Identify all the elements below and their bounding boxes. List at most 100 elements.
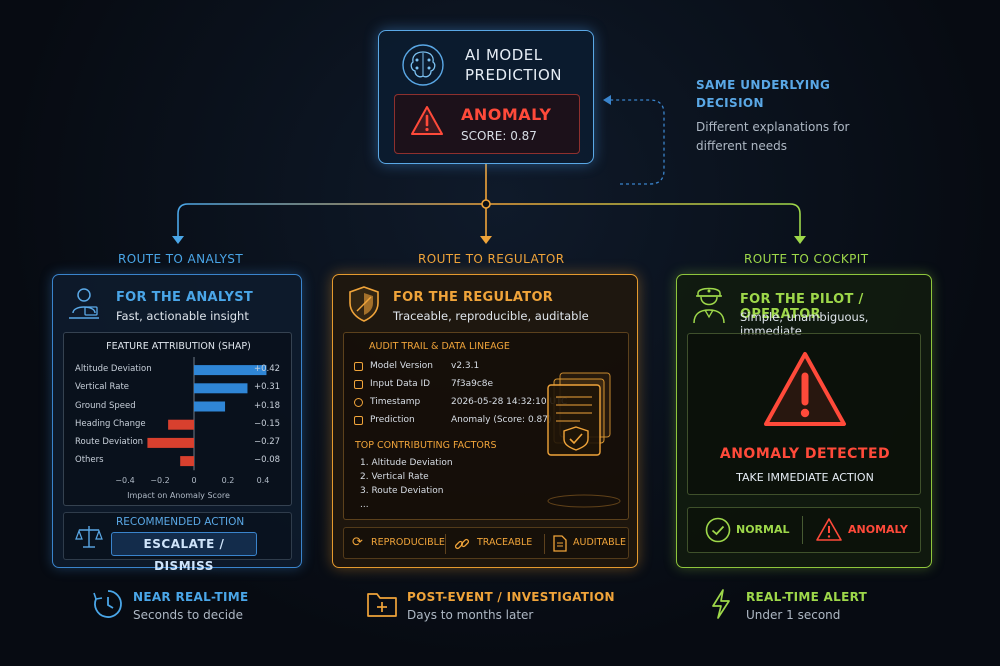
- feature-label: Route Deviation: [75, 436, 144, 447]
- feature-label: Ground Speed: [75, 400, 136, 411]
- status-anomaly-label: ANOMALY: [848, 523, 908, 536]
- side-note-title: SAME UNDERLYING DECISION: [696, 78, 831, 110]
- regulator-title: FOR THE REGULATOR: [393, 290, 554, 305]
- ai-model-prediction-box: AI MODEL PREDICTION ANOMALY SCORE: 0.87: [378, 30, 594, 164]
- x-tick: 0.4: [256, 476, 270, 485]
- shap-bar: [147, 437, 194, 448]
- top-factor-item: 3. Route Deviation: [360, 486, 444, 496]
- badge-auditable: AUDITABLE: [573, 537, 626, 548]
- feature-value-label: −0.08: [254, 455, 281, 466]
- x-tick: −0.2: [150, 476, 170, 485]
- shap-chart-canvas: [147, 357, 267, 471]
- analyst-subtitle: Fast, actionable insight: [116, 309, 249, 323]
- audit-key: Prediction: [370, 415, 415, 425]
- clock-icon: [93, 590, 122, 618]
- status-normal-label: NORMAL: [736, 523, 790, 536]
- recommended-action-title: RECOMMENDED ACTION: [116, 516, 245, 528]
- regulator-panel: FOR THE REGULATOR Traceable, reproducibl…: [332, 274, 638, 568]
- lightning-icon: [712, 589, 730, 619]
- shap-bar: [180, 456, 194, 467]
- take-action-text: TAKE IMMEDIATE ACTION: [736, 471, 874, 484]
- model-title: AI MODEL PREDICTION: [465, 46, 563, 84]
- footer-analyst-title: NEAR REAL-TIME: [133, 590, 249, 604]
- audit-badges: ⟳ REPRODUCIBLE TRACEABLE AUDITABLE: [343, 527, 629, 559]
- x-axis-label: Impact on Anomaly Score: [127, 491, 230, 500]
- analyst-person-icon: [69, 288, 99, 319]
- status-indicators: NORMAL ANOMALY: [687, 507, 921, 553]
- badge-traceable: TRACEABLE: [477, 537, 533, 548]
- audit-value: 7f3a9c8e: [451, 379, 494, 389]
- x-tick: −0.4: [115, 476, 135, 485]
- prediction-score: SCORE: 0.87: [461, 129, 537, 143]
- route-analyst-label: ROUTE TO ANALYST: [118, 252, 244, 266]
- divider: [445, 534, 446, 554]
- top-factor-item: 2. Vertical Rate: [360, 472, 429, 482]
- pilot-panel: FOR THE PILOT / OPERATOR Simple, unambig…: [676, 274, 932, 568]
- side-note-description: Different explanations for different nee…: [696, 120, 850, 153]
- feature-value-label: −0.27: [254, 436, 281, 447]
- checkbox-icon: [354, 362, 363, 371]
- shield-icon: [349, 286, 379, 322]
- pilot-title: FOR THE PILOT / OPERATOR: [740, 292, 864, 322]
- anomaly-alert: ANOMALY DETECTED TAKE IMMEDIATE ACTION: [687, 333, 921, 495]
- pilot-icon: [693, 287, 725, 324]
- analyst-panel: FOR THE ANALYST Fast, actionable insight…: [52, 274, 302, 573]
- shap-chart-title: FEATURE ATTRIBUTION (SHAP): [106, 341, 251, 352]
- checkbox-icon: [354, 380, 363, 389]
- scales-icon: [75, 526, 103, 548]
- feature-value-label: +0.18: [254, 400, 281, 411]
- route-regulator-label: ROUTE TO REGULATOR: [418, 252, 565, 266]
- shap-bar: [194, 383, 248, 394]
- feature-label: Heading Change: [75, 418, 146, 429]
- feature-label: Altitude Deviation: [75, 364, 152, 375]
- shap-bar: [194, 365, 267, 376]
- x-tick: 0.2: [221, 476, 235, 485]
- top-factor-item: ...: [360, 500, 369, 510]
- audit-key: Timestamp: [370, 397, 421, 407]
- top-factor-item: 1. Altitude Deviation: [360, 458, 453, 468]
- folder-plus-icon: [367, 593, 397, 617]
- feature-label: Vertical Rate: [75, 382, 130, 393]
- feature-value-label: +0.42: [254, 364, 281, 375]
- feature-value-label: −0.15: [254, 418, 281, 429]
- shap-bar: [194, 401, 226, 412]
- prediction-label: ANOMALY: [461, 105, 552, 124]
- audit-key: Input Data ID: [370, 379, 431, 389]
- brain-icon: [402, 44, 444, 86]
- footer-regulator-desc: Days to months later: [407, 608, 534, 622]
- analyst-title: FOR THE ANALYST: [116, 290, 254, 305]
- shap-bar: [168, 419, 194, 430]
- audit-value: 2026-05-28 14:32:10 UTC: [451, 397, 568, 407]
- anomaly-detected-text: ANOMALY DETECTED: [719, 446, 891, 462]
- document-icon: [553, 535, 567, 552]
- warning-triangle-icon: [764, 352, 846, 426]
- warning-triangle-icon: [411, 106, 443, 135]
- link-icon: [454, 538, 470, 550]
- top-factors-title: TOP CONTRIBUTING FACTORS: [355, 440, 497, 451]
- audit-trail-title: AUDIT TRAIL & DATA LINEAGE: [369, 341, 510, 352]
- document-stack-icon: [547, 372, 621, 508]
- shap-chart: FEATURE ATTRIBUTION (SHAP) Altitude Devi…: [63, 332, 292, 506]
- footer-analyst-desc: Seconds to decide: [133, 608, 244, 622]
- footer-pilot-title: REAL-TIME ALERT: [746, 590, 868, 604]
- prediction-result: ANOMALY SCORE: 0.87: [394, 94, 580, 154]
- badge-reproducible: REPRODUCIBLE: [371, 537, 445, 548]
- audit-key: Model Version: [370, 361, 433, 371]
- audit-value: v2.3.1: [451, 361, 480, 371]
- audit-trail: AUDIT TRAIL & DATA LINEAGE Model Version…: [343, 332, 629, 520]
- footer-pilot-desc: Under 1 second: [746, 608, 841, 622]
- divider: [802, 516, 803, 544]
- footer-regulator-title: POST-EVENT / INVESTIGATION: [407, 590, 615, 604]
- refresh-icon: ⟳: [352, 535, 363, 550]
- x-tick: 0: [191, 476, 197, 485]
- divider: [544, 534, 545, 554]
- regulator-subtitle: Traceable, reproducible, auditable: [393, 309, 589, 323]
- route-cockpit-label: ROUTE TO COCKPIT: [744, 252, 869, 266]
- check-circle-icon: [705, 517, 731, 543]
- escalate-dismiss-button[interactable]: ESCALATE / DISMISS: [111, 532, 257, 573]
- audit-value: Anomaly (Score: 0.87): [451, 415, 552, 425]
- clock-small-icon: [354, 398, 363, 407]
- checkbox-icon: [354, 416, 363, 425]
- feature-label: Others: [75, 455, 104, 466]
